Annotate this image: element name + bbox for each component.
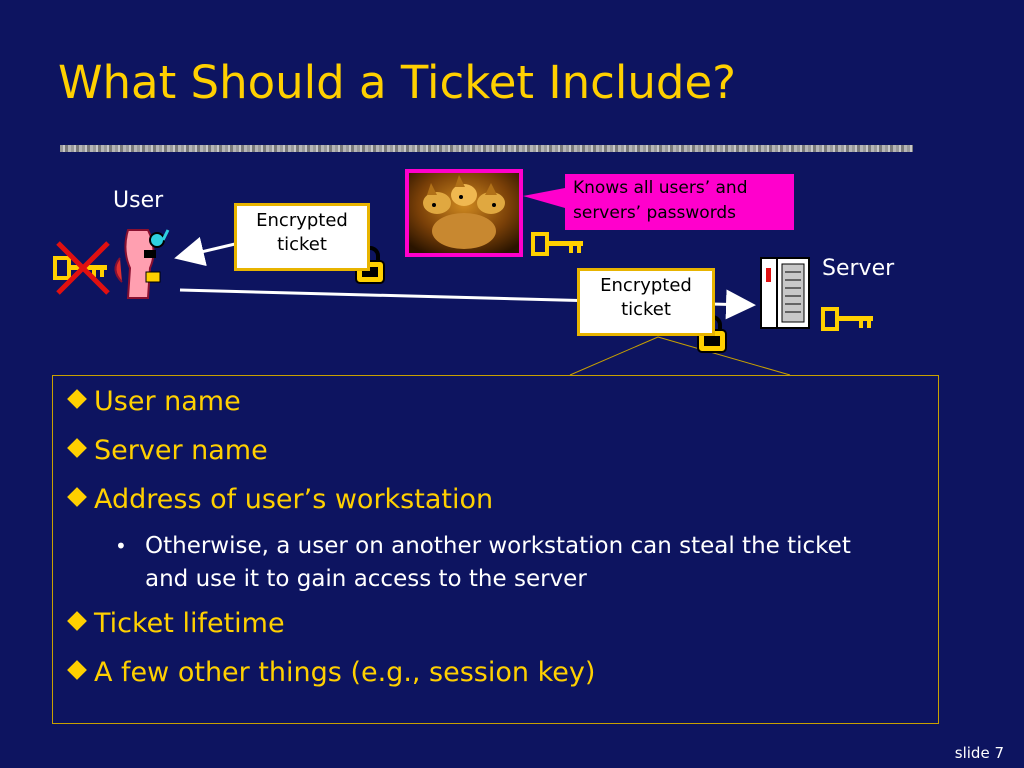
ticket-line2: ticket bbox=[277, 234, 327, 255]
sub-bullet-line1: Otherwise, a user on another workstation… bbox=[145, 533, 851, 559]
bullet-item: Ticket lifetime bbox=[67, 608, 285, 639]
arrow-to-user bbox=[174, 236, 236, 267]
dot-bullet-icon: • bbox=[115, 534, 127, 558]
bullet-box bbox=[52, 375, 939, 724]
bullet-item: Address of user’s workstation bbox=[67, 484, 494, 515]
server-label: Server bbox=[822, 256, 895, 281]
callout-box: Knows all users’ and servers’ passwords bbox=[565, 174, 794, 230]
bullet-item: A few other things (e.g., session key) bbox=[67, 657, 596, 688]
bullet-text: Address of user’s workstation bbox=[94, 484, 494, 515]
title-divider bbox=[60, 145, 913, 152]
user-figure-icon bbox=[114, 229, 170, 299]
cerberus-picture bbox=[409, 173, 519, 253]
bullet-text: Server name bbox=[94, 435, 268, 466]
sub-bullet-item: • Otherwise, a user on another workstati… bbox=[115, 530, 935, 596]
server-key-icon bbox=[821, 307, 873, 331]
encrypted-ticket-left: Encrypted ticket bbox=[234, 203, 370, 271]
encrypted-ticket-right: Encrypted ticket bbox=[577, 268, 715, 336]
zoom-line-right bbox=[657, 336, 791, 376]
diamond-bullet-icon bbox=[67, 389, 87, 409]
callout-line2: servers’ passwords bbox=[573, 203, 737, 223]
server-icon bbox=[760, 257, 810, 329]
diamond-bullet-icon bbox=[67, 660, 87, 680]
bullet-text: Ticket lifetime bbox=[94, 608, 285, 639]
sub-bullet-line2: and use it to gain access to the server bbox=[145, 566, 587, 592]
diamond-bullet-icon bbox=[67, 438, 87, 458]
bullet-text: User name bbox=[94, 386, 241, 417]
diamond-bullet-icon bbox=[67, 487, 87, 507]
ticket-line1: Encrypted bbox=[600, 275, 692, 296]
slide-title: What Should a Ticket Include? bbox=[58, 56, 737, 109]
ticket-line2: ticket bbox=[621, 299, 671, 320]
user-key-icon bbox=[53, 256, 107, 280]
bullet-item: Server name bbox=[67, 435, 268, 466]
diamond-bullet-icon bbox=[67, 611, 87, 631]
cerberus-key-icon bbox=[531, 232, 583, 256]
bullet-text: A few other things (e.g., session key) bbox=[94, 657, 596, 688]
callout-line1: Knows all users’ and bbox=[573, 178, 748, 198]
ticket-line1: Encrypted bbox=[256, 210, 348, 231]
zoom-line-left bbox=[569, 336, 659, 376]
slide-number: slide 7 bbox=[954, 744, 1004, 762]
user-label: User bbox=[113, 188, 164, 213]
cerberus-image bbox=[405, 169, 523, 257]
bullet-item: User name bbox=[67, 386, 241, 417]
cross-icon bbox=[56, 241, 110, 295]
callout-pointer bbox=[523, 188, 565, 208]
